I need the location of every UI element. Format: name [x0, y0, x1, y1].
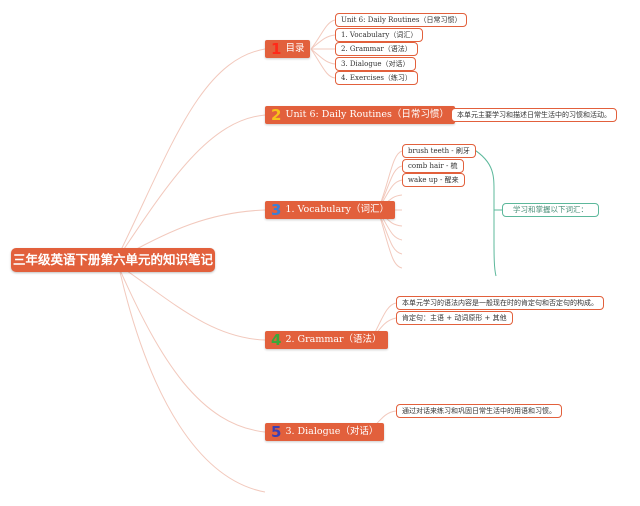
branch-unit6[interactable]: 2 Unit 6: Daily Routines（日常习惯） [265, 106, 455, 124]
number-1-icon: 1 [271, 40, 282, 58]
leaf-brush-teeth[interactable]: brush teeth - 刷牙 [402, 144, 476, 158]
root-topic[interactable]: 三年级英语下册第六单元的知识笔记 [11, 248, 215, 272]
number-4-icon: 4 [271, 331, 282, 349]
branch-label: 1. Vocabulary（词汇） [285, 204, 390, 215]
leaf-dialogue[interactable]: 3. Dialogue（对话） [335, 57, 416, 71]
vocabulary-summary[interactable]: 学习和掌握以下词汇： [502, 203, 599, 217]
number-2-icon: 2 [271, 106, 282, 124]
branch-grammar[interactable]: 4 2. Grammar（语法） [265, 331, 388, 349]
leaf-wake-up[interactable]: wake up - 醒来 [402, 173, 465, 187]
leaf-grammar[interactable]: 2. Grammar（语法） [335, 42, 418, 56]
leaf-exercises[interactable]: 4. Exercises（练习） [335, 71, 418, 85]
branch-label: 目录 [285, 43, 305, 54]
branch-contents[interactable]: 1 目录 [265, 40, 311, 58]
branch-label: 3. Dialogue（对话） [285, 426, 379, 437]
number-5-icon: 5 [271, 423, 282, 441]
leaf-unit6[interactable]: Unit 6: Daily Routines（日常习惯） [335, 13, 468, 27]
branch-label: Unit 6: Daily Routines（日常习惯） [285, 109, 449, 120]
leaf-comb-hair[interactable]: comb hair - 梳 [402, 159, 464, 173]
branch-label: 2. Grammar（语法） [285, 334, 382, 345]
leaf-grammar-desc[interactable]: 本单元学习的语法内容是一般现在时的肯定句和否定句的构成。 [396, 296, 604, 310]
branch-vocabulary[interactable]: 3 1. Vocabulary（词汇） [265, 201, 396, 219]
branch-dialogue[interactable]: 5 3. Dialogue（对话） [265, 423, 385, 441]
number-3-icon: 3 [271, 201, 282, 219]
leaf-dialogue-desc[interactable]: 通过对话来练习和巩固日常生活中的用语和习惯。 [396, 404, 562, 418]
leaf-affirmative[interactable]: 肯定句：主语 + 动词原形 + 其他 [396, 311, 513, 325]
leaf-vocabulary[interactable]: 1. Vocabulary（词汇） [335, 28, 424, 42]
leaf-unit6-desc[interactable]: 本单元主要学习和描述日常生活中的习惯和活动。 [451, 108, 617, 122]
